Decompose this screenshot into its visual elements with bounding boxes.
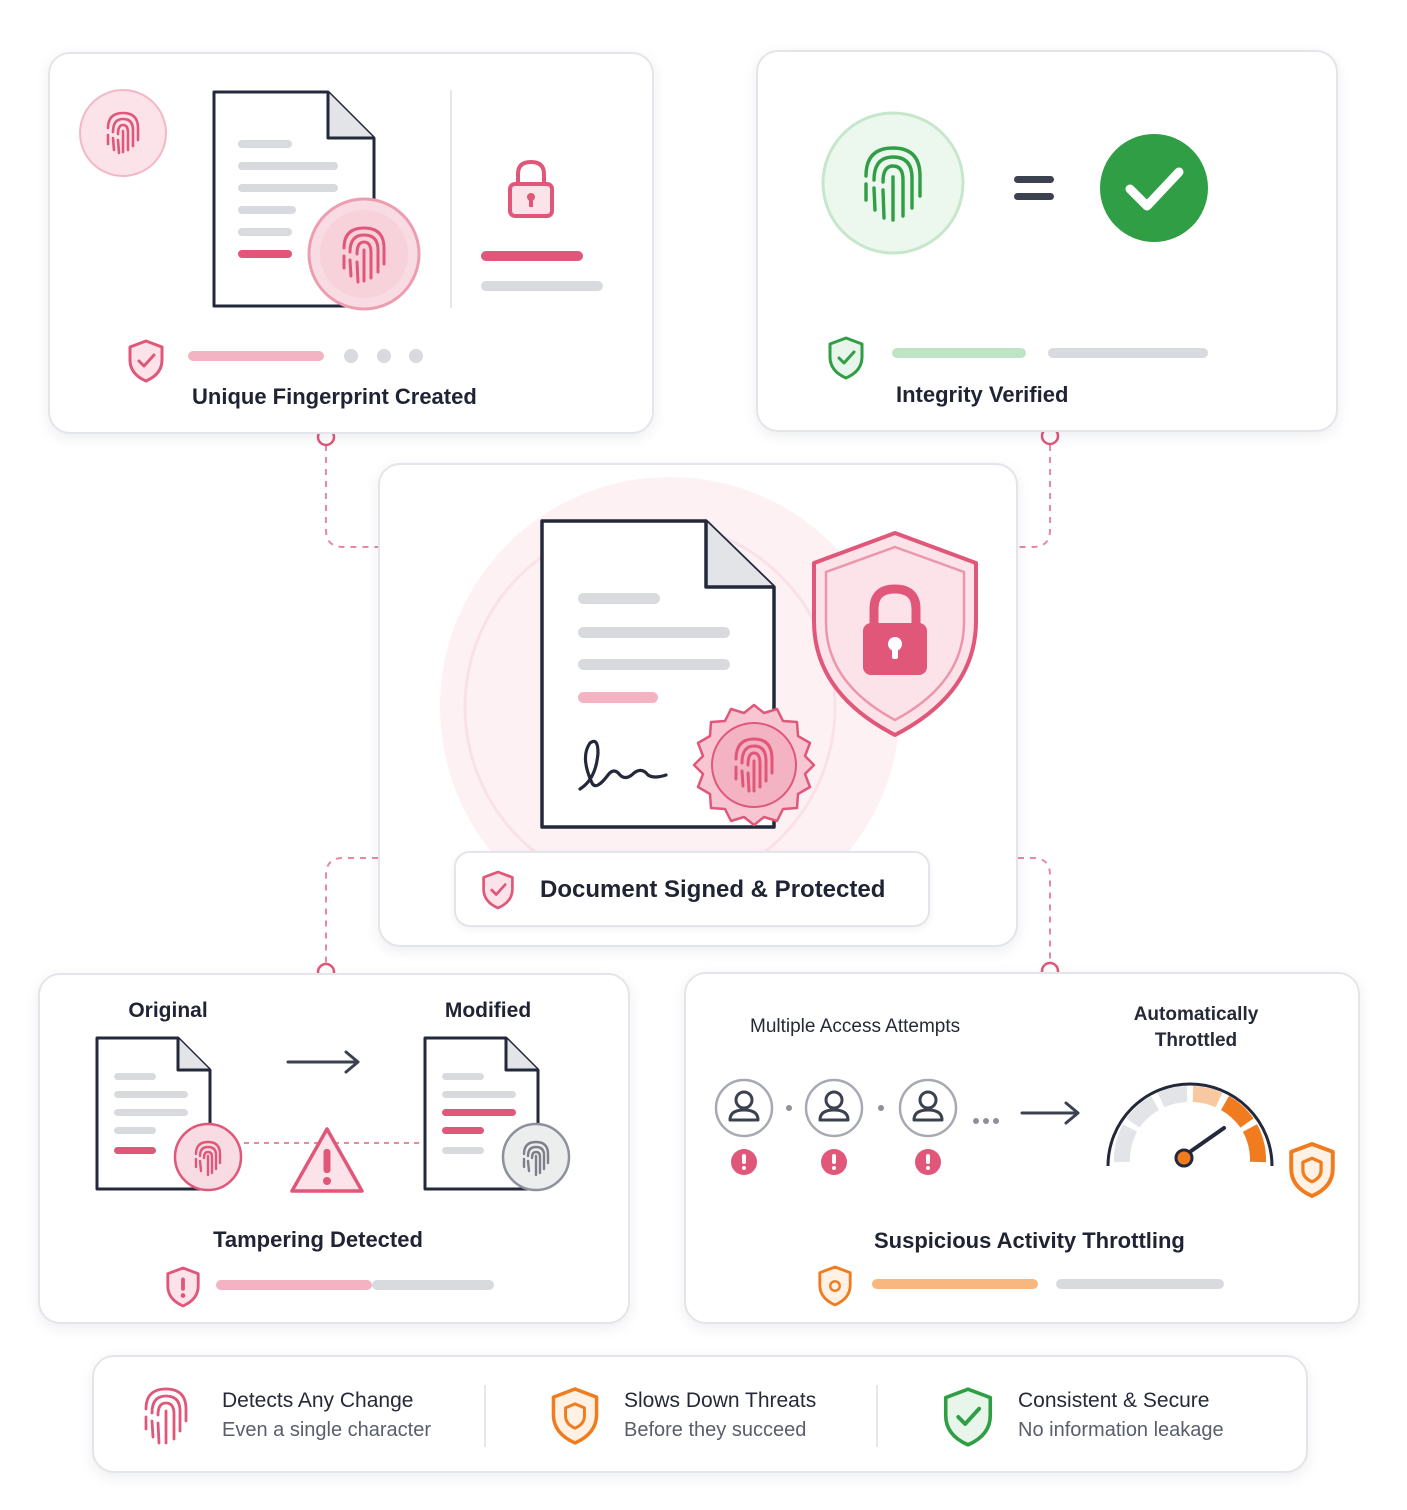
modified-label: Modified (444, 999, 532, 1022)
feature-subtitle: Even a single character (222, 1419, 432, 1441)
feature-item: Slows Down Threats Before they succeed (624, 1389, 816, 1442)
orange-shield-icon (1289, 1142, 1335, 1198)
card-title: Integrity Verified (896, 382, 1069, 407)
green-check-icon (1100, 134, 1208, 242)
card-title: Tampering Detected (213, 1227, 423, 1252)
original-label: Original (128, 999, 208, 1022)
card-title: Suspicious Activity Throttling (874, 1228, 1185, 1253)
progress-bar-orange (872, 1279, 1038, 1289)
integrity-card: Integrity Verified (756, 50, 1338, 432)
progress-bar-gray (1056, 1279, 1224, 1289)
progress-bar-gray (1048, 348, 1208, 358)
lock-icon (508, 159, 554, 218)
fingerprint-card: Unique Fingerprint Created (48, 52, 654, 434)
card-title: Document Signed & Protected (540, 876, 886, 903)
feature-item: Detects Any Change Even a single charact… (222, 1389, 431, 1442)
fingerprint-badge-icon (79, 89, 167, 177)
speedometer-gauge-icon (1106, 1082, 1274, 1168)
throttled-label: Automatically Throttled (1106, 1002, 1286, 1054)
throttle-card: Multiple Access Attempts Automatically T… (684, 972, 1360, 1324)
progress-bar-gray (372, 1280, 494, 1290)
signed-card: Document Signed & Protected (378, 463, 1018, 947)
orange-shield-icon (551, 1387, 599, 1445)
shield-check-icon (128, 339, 164, 383)
shield-check-icon (482, 870, 514, 910)
throttled-label-line2: Throttled (1154, 1030, 1238, 1051)
green-shield-check-icon (943, 1387, 993, 1447)
attempts-label: Multiple Access Attempts (750, 1016, 961, 1037)
throttled-label-line1: Automatically (1133, 1004, 1259, 1025)
orange-shield-icon (818, 1265, 852, 1307)
status-bar-pink (481, 251, 583, 261)
progress-bar-pink (188, 351, 324, 361)
wax-seal-icon (692, 703, 816, 827)
feature-subtitle: No information leakage (1018, 1419, 1224, 1441)
green-fingerprint-icon (821, 111, 965, 255)
shield-lock-icon (812, 531, 978, 737)
pink-fingerprint-icon (173, 1122, 243, 1192)
tamper-card: Original Modified (38, 973, 630, 1324)
feature-title: Detects Any Change (222, 1389, 414, 1412)
feature-title: Slows Down Threats (624, 1389, 817, 1412)
divider (876, 1385, 878, 1447)
progress-bar-pink (216, 1280, 372, 1290)
vertical-divider (450, 90, 452, 308)
feature-title: Consistent & Secure (1018, 1389, 1210, 1412)
progress-dots (344, 349, 423, 363)
feature-strip: Detects Any Change Even a single charact… (92, 1355, 1308, 1473)
access-attempts-icons (714, 1078, 999, 1175)
gray-fingerprint-icon (501, 1122, 571, 1192)
equals-icon (1014, 176, 1054, 200)
divider (484, 1385, 486, 1447)
fingerprint-seal-icon (307, 197, 421, 311)
feature-subtitle: Before they succeed (624, 1419, 807, 1441)
progress-bar-green (892, 348, 1026, 358)
card-title: Unique Fingerprint Created (192, 384, 477, 409)
warning-triangle-icon (290, 1127, 364, 1193)
shield-alert-icon (166, 1266, 200, 1308)
signed-status-pill: Document Signed & Protected (454, 851, 930, 927)
shield-check-icon (828, 336, 864, 380)
status-bar-gray (481, 281, 603, 291)
fingerprint-icon (144, 1387, 188, 1445)
feature-item: Consistent & Secure No information leaka… (1018, 1389, 1224, 1442)
arrow-right-icon (1020, 1101, 1080, 1125)
arrow-right-icon (286, 1050, 360, 1074)
